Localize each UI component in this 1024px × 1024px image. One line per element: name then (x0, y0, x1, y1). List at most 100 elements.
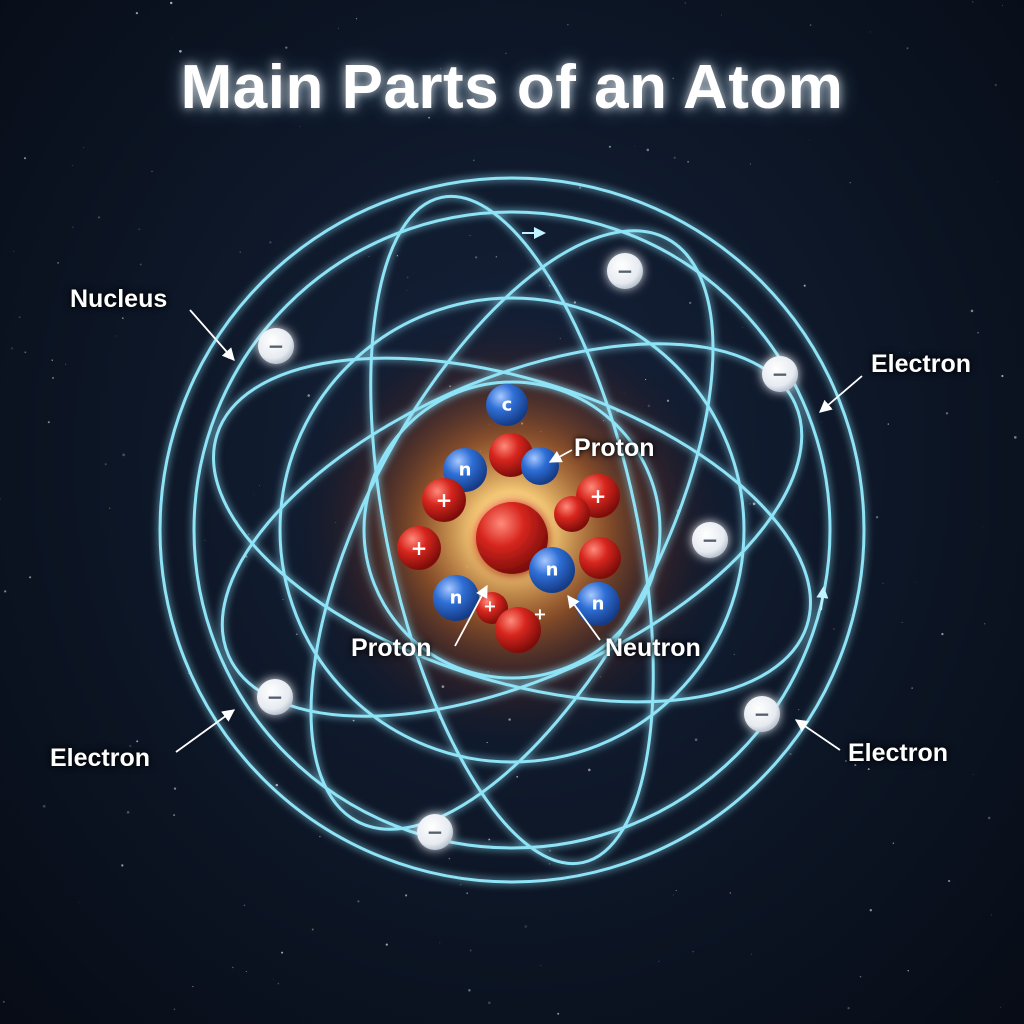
star (869, 31, 871, 33)
nucleus-label-arrow (189, 309, 235, 361)
star (78, 901, 80, 903)
proton-label-top: Proton (574, 434, 655, 462)
svg-text:n: n (546, 560, 559, 581)
star (0, 498, 1, 500)
star (272, 979, 274, 980)
star (135, 11, 139, 15)
neutron: n (433, 575, 479, 621)
star (239, 251, 241, 253)
star (997, 181, 999, 183)
proton (495, 607, 541, 653)
star (439, 68, 441, 70)
proton (579, 537, 621, 579)
star (809, 139, 810, 141)
star (833, 628, 835, 630)
star (867, 768, 870, 771)
star (247, 533, 250, 536)
star (204, 539, 206, 542)
star (347, 106, 350, 109)
star (847, 1006, 850, 1010)
star (907, 969, 909, 972)
star (83, 146, 85, 148)
svg-text:−: − (772, 362, 789, 386)
star (121, 864, 124, 867)
orbit-ellipse-4 (309, 229, 715, 831)
star (151, 170, 153, 172)
star (892, 842, 895, 844)
orbit-outer (158, 176, 866, 884)
electron: − (762, 356, 798, 392)
star (24, 351, 27, 354)
star (57, 262, 59, 264)
star (232, 966, 234, 969)
star (139, 263, 142, 266)
orbit-ellipse-3 (369, 194, 655, 866)
star (692, 951, 694, 953)
star (192, 986, 194, 988)
star (882, 582, 884, 584)
star (179, 49, 182, 53)
svg-text:−: − (267, 685, 284, 709)
nucleus-core (476, 502, 548, 574)
star (694, 738, 698, 742)
star (396, 255, 399, 257)
electron: − (257, 679, 293, 715)
star (821, 421, 823, 423)
star (259, 485, 260, 486)
star (295, 633, 298, 636)
star (468, 989, 471, 992)
orbit-direction-arrow-right (816, 586, 829, 611)
neutron: c (486, 384, 528, 426)
proton-label-arrow-top (548, 449, 573, 463)
electron-label-left-bottom: Electron (50, 744, 151, 772)
star (301, 1022, 302, 1023)
star (187, 672, 189, 674)
star (1001, 374, 1004, 378)
star (2, 1000, 5, 1003)
star (567, 24, 569, 26)
star (65, 363, 67, 365)
star (751, 953, 752, 955)
star (122, 317, 124, 319)
star (990, 914, 992, 916)
electron-label-arrow-right-top (819, 375, 863, 413)
star (4, 590, 7, 593)
svg-text:−: − (268, 334, 285, 358)
neutron: n (529, 547, 575, 593)
star (909, 352, 911, 354)
star (405, 894, 408, 897)
star (608, 145, 611, 148)
star (29, 576, 32, 579)
star (798, 709, 800, 711)
svg-text:+: + (590, 484, 607, 508)
star (658, 961, 660, 963)
star (941, 632, 944, 636)
star (18, 316, 21, 319)
star (915, 581, 916, 583)
star (299, 126, 301, 128)
star (108, 507, 111, 510)
star (901, 621, 903, 623)
electron: − (607, 253, 643, 289)
star (449, 75, 453, 79)
star (104, 463, 107, 466)
star (385, 943, 388, 946)
star (906, 47, 909, 50)
star (548, 849, 552, 852)
neutron-label-arrow (567, 594, 601, 641)
star (638, 87, 640, 90)
star (474, 256, 478, 259)
star (634, 101, 635, 103)
svg-text:−: − (754, 702, 771, 726)
star (970, 309, 974, 313)
star (869, 909, 872, 912)
proton (554, 496, 590, 532)
star (752, 502, 756, 506)
orbit-ellipse-1 (212, 356, 812, 704)
star (1013, 436, 1017, 439)
star (173, 1008, 176, 1011)
orbits (158, 176, 866, 884)
label-arrows (175, 309, 863, 753)
star (887, 423, 890, 425)
